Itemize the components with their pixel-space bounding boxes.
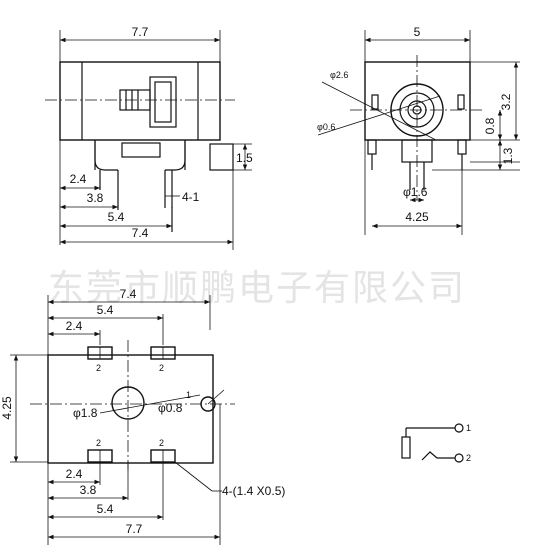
front-body xyxy=(59,61,221,141)
pcb-dim-top-2: 2.4 xyxy=(66,319,83,333)
side-d-hole: φ1.6 xyxy=(403,185,428,199)
side-view: 5 φ2.6 φ0.6 φ1.6 4.25 xyxy=(317,25,520,235)
side-h-mid: 0.8 xyxy=(483,117,497,134)
pcb-dim-bottom-2: 3.8 xyxy=(80,483,97,497)
pad-label: 2 xyxy=(96,363,101,373)
side-hole-label: 1 xyxy=(186,390,191,400)
front-dim-2: 3.8 xyxy=(87,191,104,205)
pcb-dim-bottom-1: 2.4 xyxy=(66,467,83,481)
pcb-d-side: φ0.8 xyxy=(158,401,183,415)
front-dim-4: 7.4 xyxy=(132,226,149,240)
pad-label: 2 xyxy=(96,438,101,448)
pin-1-label: 1 xyxy=(466,423,471,433)
pin-1-terminal xyxy=(454,423,464,433)
front-view: 7.7 1.5 2.4 3.8 xyxy=(45,25,253,250)
front-dim-1: 2.4 xyxy=(70,172,87,186)
pcb-top-dim: 7.4 xyxy=(120,287,137,301)
jack-symbol xyxy=(401,436,411,459)
side-d-outer: φ2.6 xyxy=(330,70,348,80)
pcb-footprint: 7.4 5.4 2.4 4.25 2 2 2 2 φ1.8 φ0.8 1 xyxy=(0,287,285,545)
pin-2-label: 2 xyxy=(466,453,471,463)
pad-label: 2 xyxy=(159,438,164,448)
pin-2-terminal xyxy=(454,453,464,463)
side-top-dim: 5 xyxy=(414,25,421,39)
side-bottom-dim: 4.25 xyxy=(405,210,429,224)
pcb-dim-bottom-4: 7.7 xyxy=(126,522,143,536)
side-h-upper: 3.2 xyxy=(499,93,513,110)
side-h-lower: 1.3 xyxy=(501,147,515,164)
schematic-symbol: 1 2 xyxy=(401,423,471,463)
side-d-pin: φ0.6 xyxy=(317,122,335,132)
pcb-left-dim: 4.25 xyxy=(0,396,14,420)
pcb-d-center: φ1.8 xyxy=(73,406,98,420)
front-pin-note: 4-1 xyxy=(182,190,200,204)
pcb-dim-top-1: 5.4 xyxy=(97,303,114,317)
front-top-dim: 7.7 xyxy=(132,25,149,39)
pcb-pad-note: 4-(1.4 X0.5) xyxy=(222,484,285,498)
pcb-dim-bottom-3: 5.4 xyxy=(97,502,114,516)
front-dim-3: 5.4 xyxy=(108,210,125,224)
pad-label: 2 xyxy=(159,363,164,373)
front-height-dim: 1.5 xyxy=(236,151,253,165)
